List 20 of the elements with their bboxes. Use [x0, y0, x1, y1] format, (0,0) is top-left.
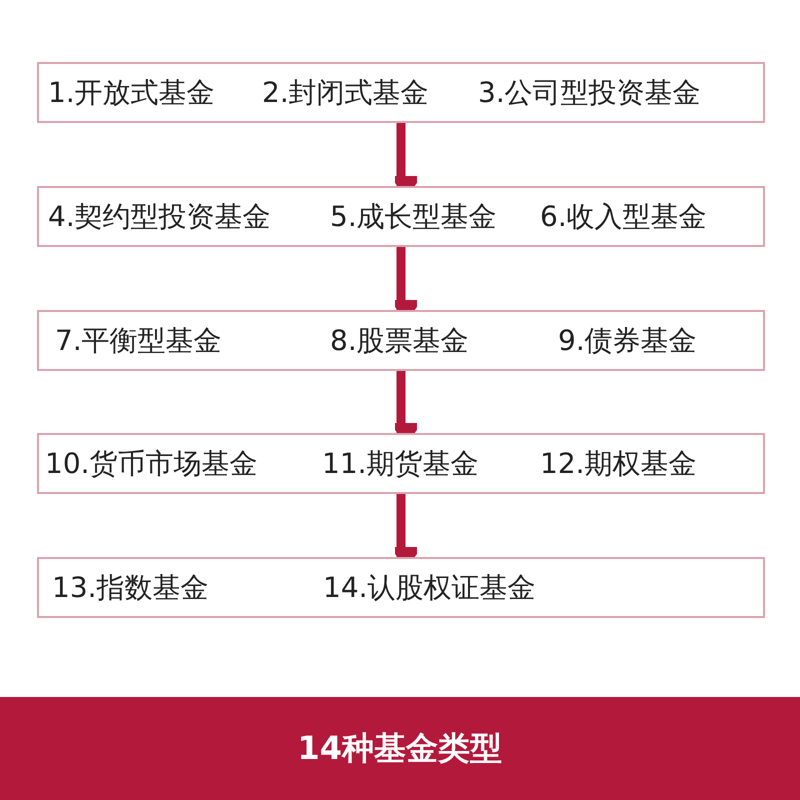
process-box — [37, 62, 765, 123]
list-item-text: 12.期权基金 — [540, 446, 697, 480]
caption: 14种基金类型 — [298, 728, 502, 768]
list-item-text: 7.平衡型基金 — [55, 324, 222, 358]
list-item-text: 1.开放式基金 — [48, 76, 215, 110]
list-item-text: 4.契约型投资基金 — [48, 200, 271, 234]
process-box — [37, 557, 765, 618]
process-box — [37, 310, 765, 371]
list-item-text: 8.股票基金 — [330, 324, 469, 358]
list-item-text: 14.认股权证基金 — [323, 570, 536, 604]
list-item-text: 5.成长型基金 — [330, 200, 497, 234]
list-item-text: 3.公司型投资基金 — [478, 76, 701, 110]
list-item-text: 2.封闭式基金 — [262, 76, 429, 110]
process-box — [37, 433, 765, 494]
list-item-text: 11.期货基金 — [322, 446, 479, 480]
list-item-text: 10.货币市场基金 — [45, 446, 258, 480]
process-box — [37, 186, 765, 247]
list-item-text: 6.收入型基金 — [540, 200, 707, 234]
list-item-text: 13.指数基金 — [52, 570, 209, 604]
list-item-text: 9.债券基金 — [558, 324, 697, 358]
